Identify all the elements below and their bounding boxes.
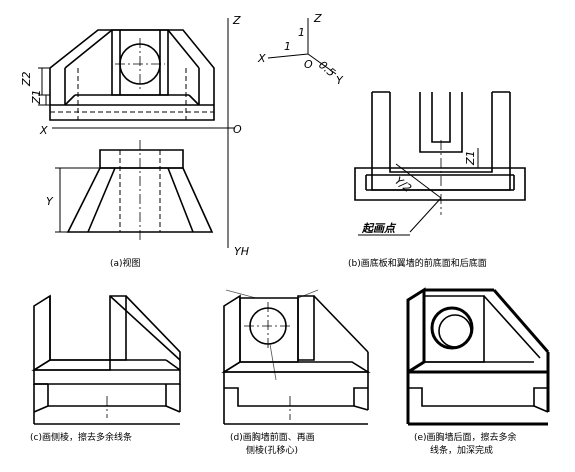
view-e (406, 287, 550, 426)
caption-d-line2: 侧棱(孔移心) (246, 444, 298, 456)
view-d (221, 289, 371, 425)
front-outline (49, 29, 215, 121)
view-a-top: Y YH (46, 140, 249, 258)
top-outline (66, 167, 214, 233)
view-a-front: Z2 Z1 X Z O (20, 14, 242, 248)
caption-e-line1: (e)画胸墙后面，擦去多余 (414, 431, 517, 443)
axis-z-label: Z (232, 14, 241, 27)
caption-b: (b)画底板和翼墙的前底面和后底面 (348, 257, 487, 269)
caption-e-line2: 线条，加深完成 (430, 444, 493, 456)
caption-a: (a)视图 (110, 257, 141, 269)
caption-c: (c)画侧棱，擦去多余线条 (30, 431, 132, 443)
b-dim-z1-label: Z1 (464, 150, 477, 166)
axonometric-axes: Z X Y O 1 1 0.5 (257, 12, 344, 87)
axo-ratio-z: 1 (298, 26, 305, 39)
start-point-label: 起画点 (361, 222, 397, 235)
origin-label: O (233, 123, 242, 136)
view-c (31, 294, 181, 425)
axo-z-label: Z (313, 12, 322, 25)
axo-y-label: Y (336, 74, 344, 87)
axo-x-label: X (257, 52, 266, 65)
view-b: Y/2 Z1 起画点 (354, 91, 526, 236)
b-dim-y2-label: Y/2 (392, 174, 414, 195)
dim-z1-label: Z1 (30, 89, 43, 105)
axo-o-label: O (304, 58, 313, 71)
axo-ratio-x: 1 (284, 40, 291, 53)
caption-d-line1: (d)画胸墙前面、再画 (230, 431, 315, 443)
dim-y-label: Y (46, 195, 54, 208)
dim-z2-label: Z2 (20, 71, 33, 87)
e-hole-circle (430, 306, 474, 350)
axis-x-label: X (39, 124, 48, 137)
axis-yh-label: YH (234, 245, 249, 258)
